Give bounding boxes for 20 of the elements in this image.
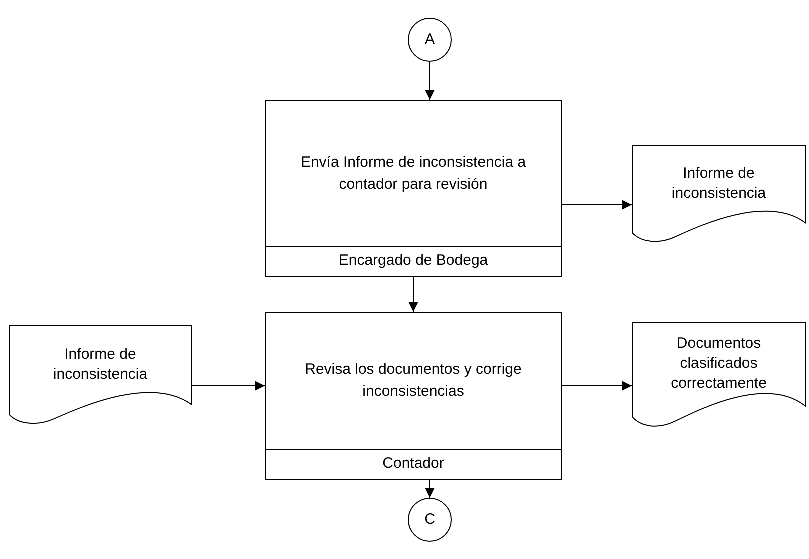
process-text: Envía Informe de inconsistencia a contador para revisión — [300, 152, 528, 194]
connector-letter: C — [424, 510, 436, 530]
arrow — [562, 381, 632, 391]
arrow — [425, 480, 435, 498]
connector-letter: A — [424, 30, 435, 50]
role-label: Contador — [382, 454, 444, 474]
process-text: Revisa los documentos y corrige inconsistencias — [304, 360, 523, 402]
process-box — [265, 312, 562, 480]
process-box — [265, 100, 562, 277]
arrow — [192, 381, 266, 391]
document-shape — [632, 145, 806, 245]
document-shape — [9, 325, 192, 427]
document-shape — [632, 322, 806, 430]
arrow — [562, 200, 632, 210]
role-label: Encargado de Bodega — [338, 251, 488, 272]
arrow — [408, 276, 418, 312]
document-label: Informe de inconsistencia — [52, 344, 149, 385]
arrow — [425, 62, 435, 100]
document-label: Informe de inconsistencia — [670, 164, 768, 204]
document-label: Documentos clasificados correctamente — [670, 334, 768, 394]
